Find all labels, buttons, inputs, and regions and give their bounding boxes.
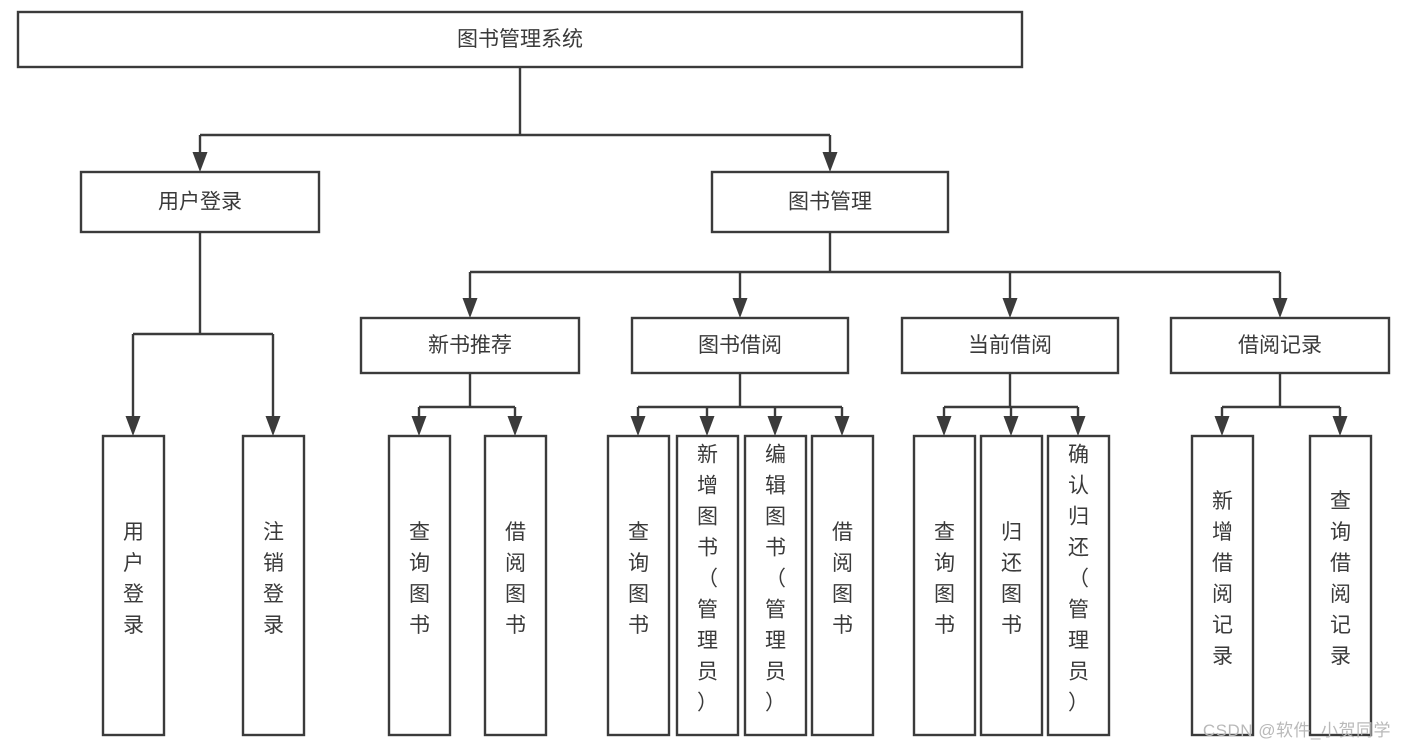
node-box[interactable] [1308, 434, 1373, 737]
node-box[interactable] [675, 434, 740, 737]
node-label: 借阅图书 [832, 521, 853, 637]
node-box[interactable] [241, 434, 306, 737]
arrow-head-icon [1272, 298, 1288, 318]
arrow-head-icon [411, 416, 427, 436]
arrow-head-icon [265, 416, 281, 436]
node-box[interactable] [1046, 434, 1111, 737]
node-box[interactable] [101, 434, 166, 737]
leaf-node-leaf-query-book-borrow[interactable]: 查询图书 [606, 434, 671, 737]
arrow-head-icon [1070, 416, 1086, 436]
node-label: 图书管理 [788, 191, 872, 214]
leaf-node-leaf-add-record[interactable]: 新增借阅记录 [1190, 434, 1255, 737]
level1-node-l1-book-manage[interactable]: 图书管理 [710, 170, 950, 234]
node-label: 图书借阅 [698, 334, 782, 357]
node-box[interactable] [912, 434, 977, 737]
node-label: 编辑图书（管理员） [765, 444, 786, 715]
leaf-node-leaf-return-book[interactable]: 归还图书 [979, 434, 1044, 737]
connector-conn-root [192, 67, 838, 172]
leaf-node-leaf-confirm-return-admin[interactable]: 确认归还（管理员） [1046, 434, 1111, 737]
node-box[interactable] [710, 170, 950, 234]
connector-conn-book-manage [462, 232, 1288, 318]
node-box[interactable] [630, 316, 850, 375]
leaf-node-leaf-logout[interactable]: 注销登录 [241, 434, 306, 737]
arrow-head-icon [822, 152, 838, 172]
connector-conn-current [936, 373, 1086, 436]
node-label: 借阅图书 [505, 521, 526, 637]
node-label: 新增图书（管理员） [697, 444, 718, 715]
leaf-node-leaf-query-book-new[interactable]: 查询图书 [387, 434, 452, 737]
node-label: 注销登录 [263, 521, 284, 637]
leaf-node-leaf-query-book-current[interactable]: 查询图书 [912, 434, 977, 737]
node-box[interactable] [810, 434, 875, 737]
connector-layer [125, 67, 1348, 436]
node-box[interactable] [1169, 316, 1391, 375]
node-label: 确认归还（管理员） [1068, 444, 1089, 715]
node-box[interactable] [359, 316, 581, 375]
leaf-node-leaf-user-login[interactable]: 用户登录 [101, 434, 166, 737]
node-box[interactable] [79, 170, 321, 234]
node-label: 查询图书 [934, 521, 955, 637]
leaf-node-leaf-borrow-book[interactable]: 借阅图书 [810, 434, 875, 737]
level2-node-l2-borrow[interactable]: 图书借阅 [630, 316, 850, 375]
node-layer: 图书管理系统用户登录图书管理新书推荐图书借阅当前借阅借阅记录用户登录注销登录查询… [16, 10, 1391, 737]
node-label: 归还图书 [1001, 521, 1022, 637]
node-label: 新增借阅记录 [1212, 490, 1233, 668]
node-label: 借阅记录 [1238, 334, 1322, 357]
level2-node-l2-current[interactable]: 当前借阅 [900, 316, 1120, 375]
arrow-head-icon [1002, 298, 1018, 318]
node-box[interactable] [979, 434, 1044, 737]
node-box[interactable] [743, 434, 808, 737]
node-label: 用户登录 [123, 521, 144, 637]
connector-conn-user-login [125, 232, 281, 436]
arrow-head-icon [699, 416, 715, 436]
leaf-node-leaf-edit-book-admin[interactable]: 编辑图书（管理员） [743, 434, 808, 737]
arrow-head-icon [462, 298, 478, 318]
arrow-head-icon [125, 416, 141, 436]
level1-node-l1-user-login[interactable]: 用户登录 [79, 170, 321, 234]
node-box[interactable] [606, 434, 671, 737]
arrow-head-icon [192, 152, 208, 172]
node-box[interactable] [1190, 434, 1255, 737]
level2-node-l2-new-book[interactable]: 新书推荐 [359, 316, 581, 375]
leaf-node-leaf-add-book-admin[interactable]: 新增图书（管理员） [675, 434, 740, 737]
node-label: 图书管理系统 [457, 28, 583, 51]
arrow-head-icon [732, 298, 748, 318]
connector-conn-new-book [411, 373, 523, 436]
arrow-head-icon [630, 416, 646, 436]
node-label: 当前借阅 [968, 334, 1052, 357]
node-label: 新书推荐 [428, 334, 512, 357]
node-box[interactable] [16, 10, 1024, 69]
arrow-head-icon [834, 416, 850, 436]
node-box[interactable] [483, 434, 548, 737]
leaf-node-leaf-borrow-book-new[interactable]: 借阅图书 [483, 434, 548, 737]
level2-node-l2-record[interactable]: 借阅记录 [1169, 316, 1391, 375]
node-label: 查询图书 [628, 521, 649, 637]
arrow-head-icon [1214, 416, 1230, 436]
root-node-root[interactable]: 图书管理系统 [16, 10, 1024, 69]
arrow-head-icon [936, 416, 952, 436]
node-label: 查询借阅记录 [1330, 490, 1351, 668]
node-box[interactable] [387, 434, 452, 737]
connector-conn-borrow [630, 373, 850, 436]
node-box[interactable] [900, 316, 1120, 375]
leaf-node-leaf-query-record[interactable]: 查询借阅记录 [1308, 434, 1373, 737]
arrow-head-icon [1003, 416, 1019, 436]
arrow-head-icon [507, 416, 523, 436]
arrow-head-icon [767, 416, 783, 436]
node-label: 查询图书 [409, 521, 430, 637]
connector-conn-record [1214, 373, 1348, 436]
node-label: 用户登录 [158, 191, 242, 214]
arrow-head-icon [1332, 416, 1348, 436]
